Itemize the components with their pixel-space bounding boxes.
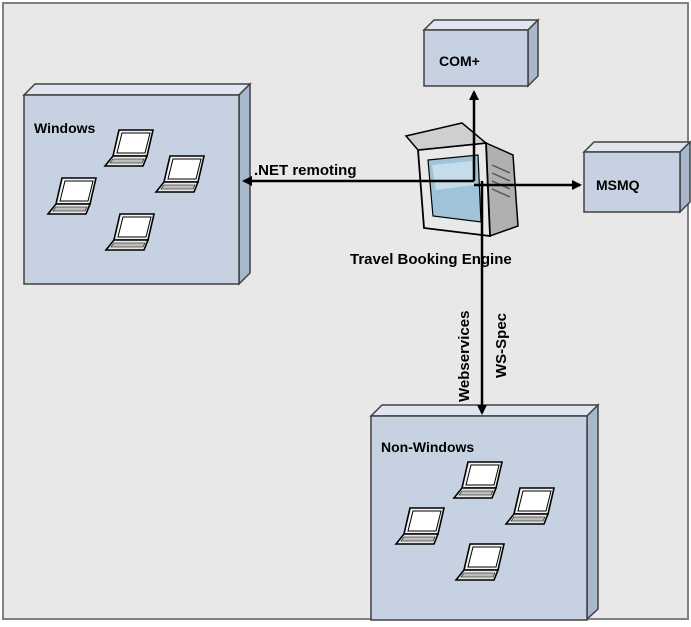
crt-monitor-icon [404,122,519,238]
non-windows-label: Non-Windows [381,439,474,455]
msmq-label: MSMQ [596,177,640,193]
dotnet-remoting-label: .NET remoting [254,162,357,179]
com-plus-label: COM+ [439,53,480,69]
windows-label: Windows [34,120,96,136]
msmq-node: MSMQ [582,140,691,214]
com-plus-node: COM+ [422,18,540,88]
webservices-label: Webservices [456,311,473,402]
ws-spec-label: WS-Spec [493,313,510,378]
connection-arrows [242,90,582,415]
engine-label: Travel Booking Engine [350,251,512,268]
non-windows-node: Non-Windows [369,403,600,621]
windows-node: Windows [22,82,252,286]
